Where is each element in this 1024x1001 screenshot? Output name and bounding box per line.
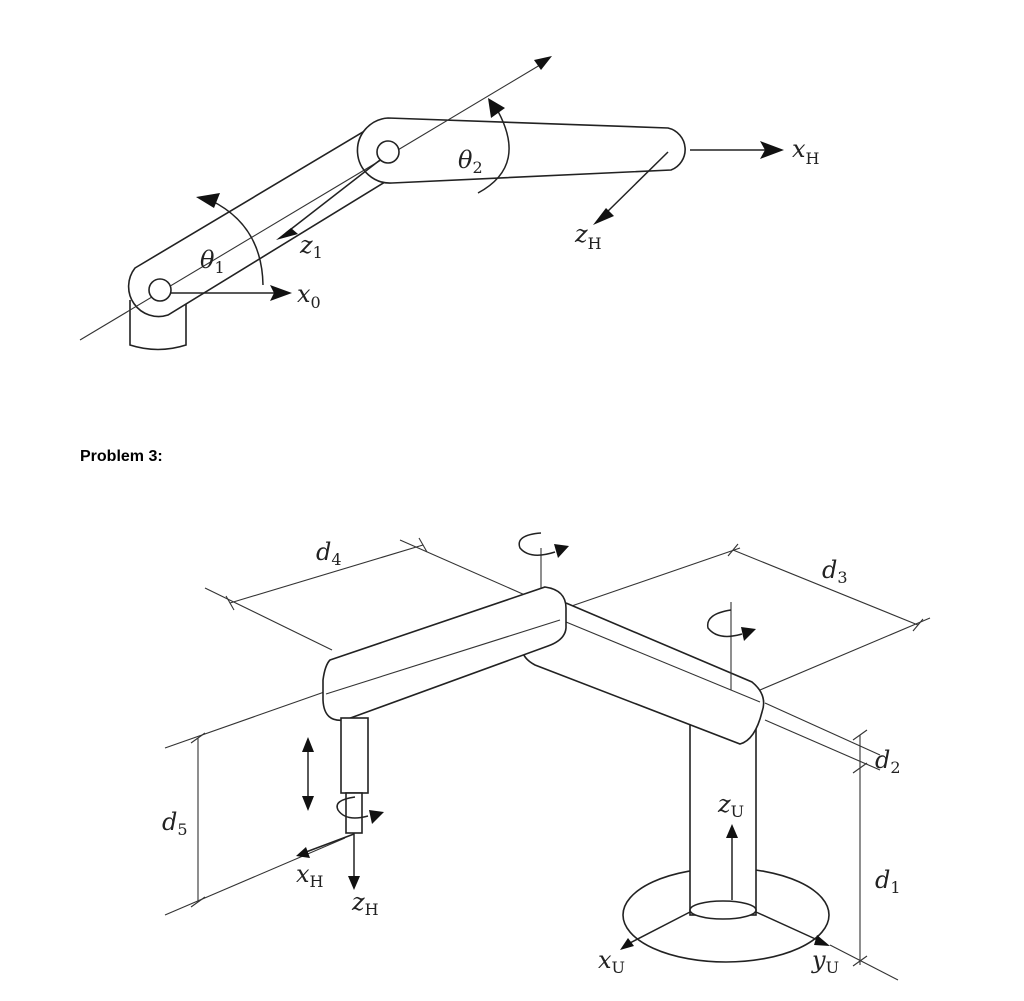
zH-arrowhead-fig2 <box>348 876 360 890</box>
d1-label: d1 <box>875 866 901 897</box>
x0-label: x0 <box>297 280 321 312</box>
yU-axis-line <box>755 911 823 943</box>
dim-d4-tick-b <box>418 537 428 553</box>
guide-d3-left <box>559 547 741 611</box>
dim-d3-line <box>732 549 919 626</box>
dim-d5-tick-b <box>190 896 206 908</box>
theta1-label: θ1 <box>200 246 225 277</box>
zU-label: zU <box>717 790 744 821</box>
guide-d5-bottom <box>164 837 346 916</box>
d3-label: d3 <box>822 556 848 587</box>
link-1-upper <box>322 586 567 722</box>
tool-shaft <box>340 717 369 794</box>
two-link-arm-diagram: θ1 θ2 z1 x0 xH zH <box>79 56 820 351</box>
zH-label-fig1: zH <box>574 220 602 253</box>
problem-3-heading: Problem 3: <box>80 448 163 465</box>
dim-d5-tick-a <box>190 732 206 744</box>
link-1-edge <box>325 619 561 695</box>
zU-arrowhead <box>726 824 738 838</box>
link-2-lower <box>521 602 765 745</box>
theta2-label: θ2 <box>458 146 483 177</box>
yU-label: yU <box>811 946 839 977</box>
prismatic-arrowhead-up <box>302 737 314 752</box>
dim-d4-line <box>229 544 424 604</box>
guide-d4-left <box>204 587 333 651</box>
dim-d4-tick-a <box>225 595 235 611</box>
joint-2 <box>376 140 400 164</box>
tool-tip <box>345 792 363 834</box>
zH-label-fig2: zH <box>351 888 379 919</box>
joint-1-rotation-arrowhead <box>554 544 569 558</box>
column-foot <box>689 900 757 920</box>
guide-d4-right <box>399 539 526 596</box>
z1-label: z1 <box>299 231 323 262</box>
guide-d1-bottom <box>829 944 899 981</box>
guide-d5-top <box>164 689 331 749</box>
joint-2-rotation-arc <box>706 609 743 638</box>
dim-d1-tick <box>852 955 868 967</box>
xH-arrowhead-fig1 <box>760 141 784 159</box>
xU-label: xU <box>598 946 625 977</box>
guide-d2-bottom <box>764 719 881 771</box>
xH-axis-line-fig2 <box>305 833 355 853</box>
d5-label: d5 <box>162 808 188 839</box>
xH-label-fig1: xH <box>792 135 820 168</box>
dim-d3-tick-b <box>912 618 924 632</box>
dim-d2-tick-a <box>852 729 868 741</box>
z1-axis-line <box>285 159 381 234</box>
theta2-arrowhead <box>488 98 505 118</box>
tool-rotation-arrowhead <box>369 810 384 824</box>
joint-2-rotation-arrowhead <box>741 627 756 641</box>
link-2 <box>356 117 686 184</box>
xU-axis-line <box>625 911 691 946</box>
dim-d3-tick-a <box>727 543 739 557</box>
z1-arrowhead <box>276 228 298 240</box>
reference-axis-arrowhead <box>534 56 552 70</box>
prismatic-arrowhead-down <box>302 796 314 811</box>
zH-axis-line-fig1 <box>603 151 669 216</box>
theta1-arrowhead <box>196 193 220 208</box>
guide-d3-bottom <box>759 617 931 691</box>
theta2-arc <box>477 105 510 194</box>
guide-d2-top <box>764 702 881 756</box>
d2-label: d2 <box>875 746 901 777</box>
scara-robot-diagram: d4 d3 d2 d1 d5 zU xU yU xH zH <box>162 532 931 981</box>
xU-arrowhead <box>620 938 634 950</box>
tool-rotation-arc <box>336 796 369 819</box>
x0-arrowhead <box>270 285 292 301</box>
yU-arrowhead <box>814 935 830 946</box>
joint-1-rotation-arc <box>518 532 556 556</box>
link-2-edge <box>565 621 761 703</box>
joint-1 <box>148 278 172 302</box>
xH-label-fig2: xH <box>296 860 324 891</box>
xH-arrowhead-fig2 <box>296 847 310 858</box>
column <box>689 724 757 916</box>
d4-label: d4 <box>316 538 342 569</box>
theta1-arc <box>209 199 264 286</box>
dim-d2-tick-b <box>852 762 868 774</box>
zH-arrowhead-fig1 <box>593 208 614 225</box>
